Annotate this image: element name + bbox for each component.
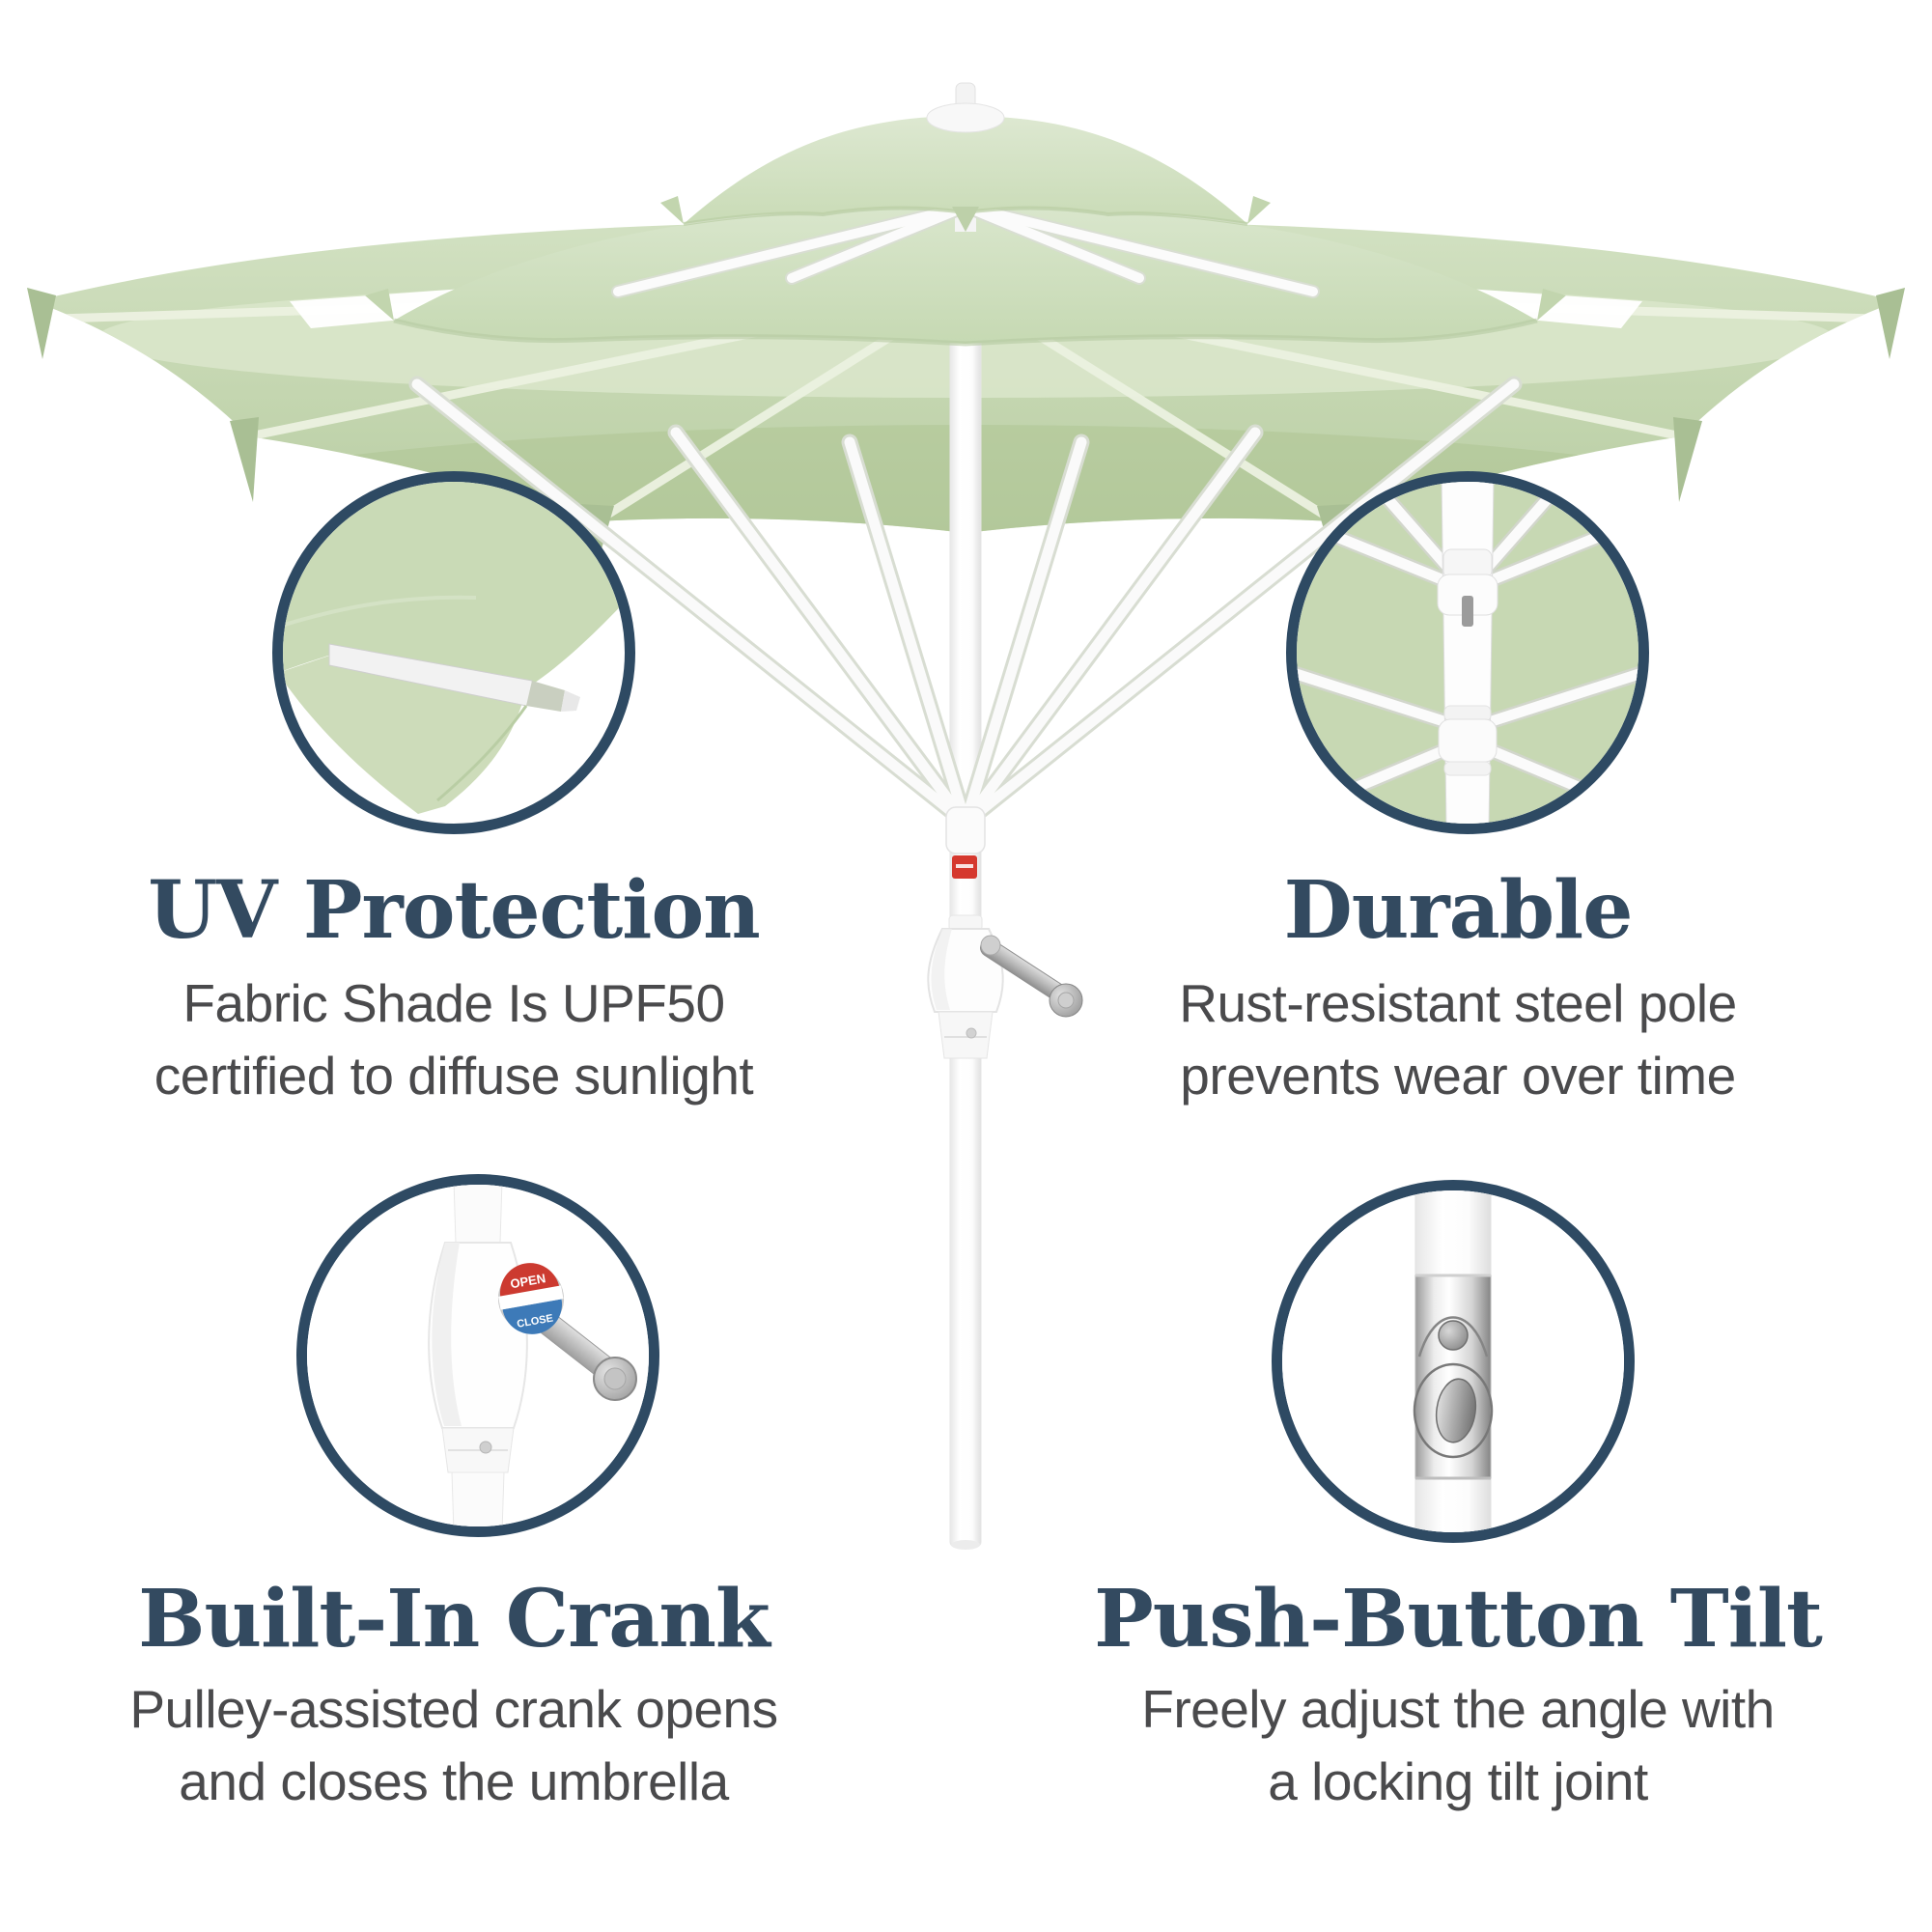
tilt-push-button: [1438, 1320, 1469, 1351]
finial-cap: [926, 82, 1005, 133]
durable-title: Durable: [1283, 864, 1634, 957]
crank-handle-closeup-icon: OPEN CLOSE: [307, 1185, 649, 1526]
uv-protection-line2: certified to diffuse sunlight: [154, 1046, 754, 1106]
built-in-crank-title: Built-In Crank: [138, 1573, 770, 1666]
tilt-lock-lever: [1435, 1378, 1477, 1443]
canopy-ribs-closeup-icon: [1297, 482, 1638, 824]
push-button-tilt-description: Freely adjust the angle with a locking t…: [1004, 1673, 1912, 1818]
durable-callout: [1286, 471, 1649, 834]
canopy-struts: [408, 376, 1523, 831]
built-in-crank-line1: Pulley-assisted crank opens: [129, 1679, 778, 1739]
push-button-tilt-title: Push-Button Tilt: [1094, 1573, 1823, 1666]
durable-description: Rust-resistant steel pole prevents wear …: [1004, 967, 1912, 1112]
push-button-tilt-callout: [1272, 1180, 1635, 1543]
push-button-tilt-line2: a locking tilt joint: [1268, 1751, 1648, 1811]
push-button-tilt-line1: Freely adjust the angle with: [1141, 1679, 1775, 1739]
fabric-edge-closeup-icon: [283, 482, 625, 814]
sticker-open-label: OPEN: [509, 1271, 546, 1291]
durable-line2: prevents wear over time: [1180, 1046, 1736, 1106]
durable-line1: Rust-resistant steel pole: [1179, 973, 1737, 1033]
uv-protection-title: UV Protection: [148, 864, 761, 957]
rib-runner-hub: [945, 806, 986, 854]
pole-end-cap: [951, 1540, 980, 1550]
built-in-crank-callout: OPEN CLOSE: [296, 1174, 659, 1537]
uv-protection-callout: [272, 471, 635, 834]
uv-protection-description: Fabric Shade Is UPF50 certified to diffu…: [0, 967, 908, 1112]
built-in-crank-description: Pulley-assisted crank opens and closes t…: [0, 1673, 908, 1818]
uv-protection-line1: Fabric Shade Is UPF50: [182, 973, 725, 1033]
canopy-middle-tier: [365, 207, 1566, 347]
open-close-sticker: OPEN CLOSE: [498, 1263, 564, 1334]
canopy-top-tier: [660, 116, 1271, 232]
pole-warning-label: [952, 855, 977, 879]
built-in-crank-line2: and closes the umbrella: [179, 1751, 729, 1811]
crank-assembly: [927, 914, 1083, 1059]
tilt-joint-closeup-icon: [1282, 1190, 1624, 1532]
